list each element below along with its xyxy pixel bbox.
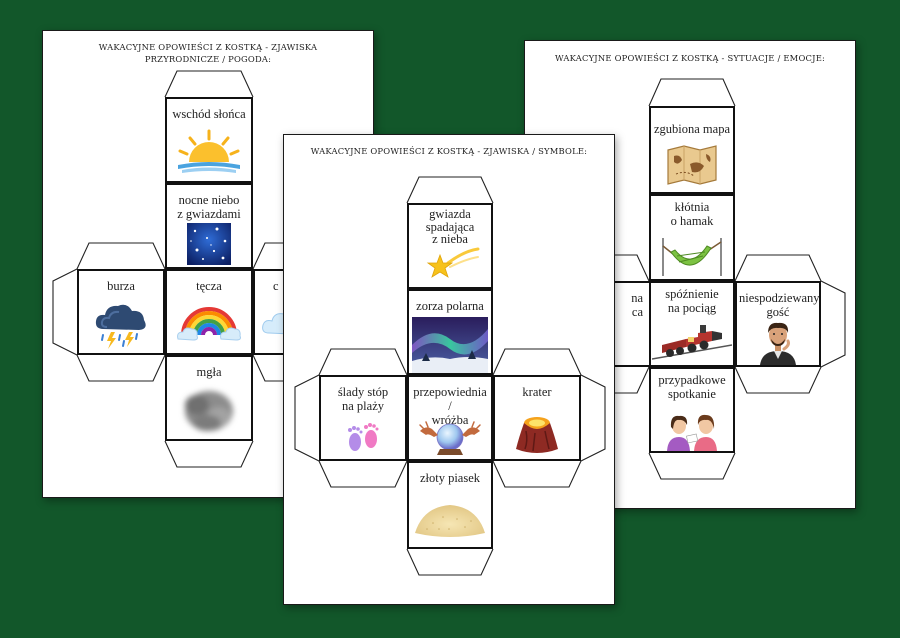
storm-cloud-icon — [95, 304, 146, 349]
face-label: c — [273, 279, 279, 293]
train-icon — [652, 325, 732, 360]
glue-tab — [406, 548, 494, 576]
sunrise-icon — [178, 129, 240, 173]
face-label: gwiazda spadająca z nieba — [425, 207, 475, 246]
glue-tab — [76, 354, 166, 382]
cube-face: wschód słońca — [165, 97, 253, 183]
treasure-map-icon — [667, 145, 717, 185]
footprints-icon — [348, 423, 379, 451]
hammock-icon — [662, 238, 722, 276]
glue-tab — [734, 366, 822, 394]
face-label: niespodziewany gość — [739, 291, 820, 319]
two-girls-icon — [667, 414, 717, 451]
face-label: mgła — [196, 365, 222, 379]
worksheet-symbols: WAKACYJNE OPOWIEŚCI Z KOSTKĄ - ZJAWISKA … — [283, 134, 615, 605]
glue-tab — [648, 452, 736, 480]
cube-face: na ca — [609, 281, 649, 367]
cube-face: mgła — [165, 355, 253, 441]
cube-face: przepowiednia / wróżba — [407, 375, 493, 461]
glue-tab — [492, 348, 582, 376]
worksheet-title: WAKACYJNE OPOWIEŚCI Z KOSTKĄ - SYTUACJE … — [554, 53, 826, 63]
aurora-icon — [412, 317, 488, 373]
worksheet-title: WAKACYJNE OPOWIEŚCI Z KOSTKĄ - ZJAWISKA … — [310, 146, 588, 156]
cube-face: ślady stóp na plaży — [319, 375, 407, 461]
glue-tab — [608, 366, 650, 394]
glue-tab — [820, 280, 846, 368]
cube-face: niespodziewany gość — [735, 281, 821, 367]
glue-tab — [52, 268, 78, 356]
crystal-ball-icon — [419, 421, 481, 455]
starry-night-icon — [187, 223, 231, 265]
face-label: przepowiednia / wróżba — [413, 385, 487, 427]
face-label: wschód słońca — [172, 107, 246, 121]
face-label: zorza polarna — [416, 299, 484, 313]
face-label: zgubiona mapa — [653, 122, 730, 136]
cube-face: burza — [77, 269, 165, 355]
glue-tab — [318, 460, 408, 488]
face-label: na ca — [631, 291, 643, 319]
face-label: złoty piasek — [419, 471, 481, 485]
cube-face: zgubiona mapa — [649, 106, 735, 194]
face-label: burza — [107, 279, 135, 293]
sand-pile-icon — [415, 505, 485, 537]
glue-tab — [608, 254, 650, 282]
cube-face: nocne niebo z gwiazdami — [165, 183, 253, 269]
glue-tab — [294, 374, 320, 462]
man-portrait-icon — [760, 322, 796, 365]
face-label: kłótnia o hamak — [670, 200, 714, 228]
glue-tab — [164, 70, 254, 98]
glue-tab — [492, 460, 582, 488]
cube-face: krater — [493, 375, 581, 461]
cube-face: kłótnia o hamak — [649, 194, 735, 281]
glue-tab — [734, 254, 822, 282]
glue-tab — [164, 440, 254, 468]
glue-tab — [580, 374, 606, 462]
volcano-icon — [516, 417, 558, 453]
glue-tab — [76, 242, 166, 270]
cube-face: spóźnienie na pociąg — [649, 281, 735, 367]
face-label: tęcza — [196, 279, 222, 293]
face-label: przypadkowe spotkanie — [658, 373, 726, 401]
face-label: ślady stóp na plaży — [337, 385, 389, 413]
cube-face: gwiazda spadająca z nieba — [407, 203, 493, 289]
face-label: nocne niebo z gwiazdami — [177, 193, 241, 221]
glue-tab — [406, 176, 494, 204]
cube-face: przypadkowe spotkanie — [649, 367, 735, 453]
face-label: krater — [522, 385, 552, 399]
worksheet-title: WAKACYJNE OPOWIEŚCI Z KOSTKĄ - ZJAWISKA … — [98, 42, 318, 65]
face-label: spóźnienie na pociąg — [665, 287, 719, 315]
rainbow-icon — [177, 307, 241, 341]
glue-tab — [648, 78, 736, 107]
cube-face: złoty piasek — [407, 461, 493, 549]
shooting-star-icon — [426, 247, 480, 278]
cube-face: zorza polarna — [407, 289, 493, 375]
glue-tab — [318, 348, 408, 376]
fog-icon — [185, 391, 233, 431]
cube-face: tęcza — [165, 269, 253, 355]
worksheet-situations: WAKACYJNE OPOWIEŚCI Z KOSTKĄ - SYTUACJE … — [524, 40, 856, 509]
